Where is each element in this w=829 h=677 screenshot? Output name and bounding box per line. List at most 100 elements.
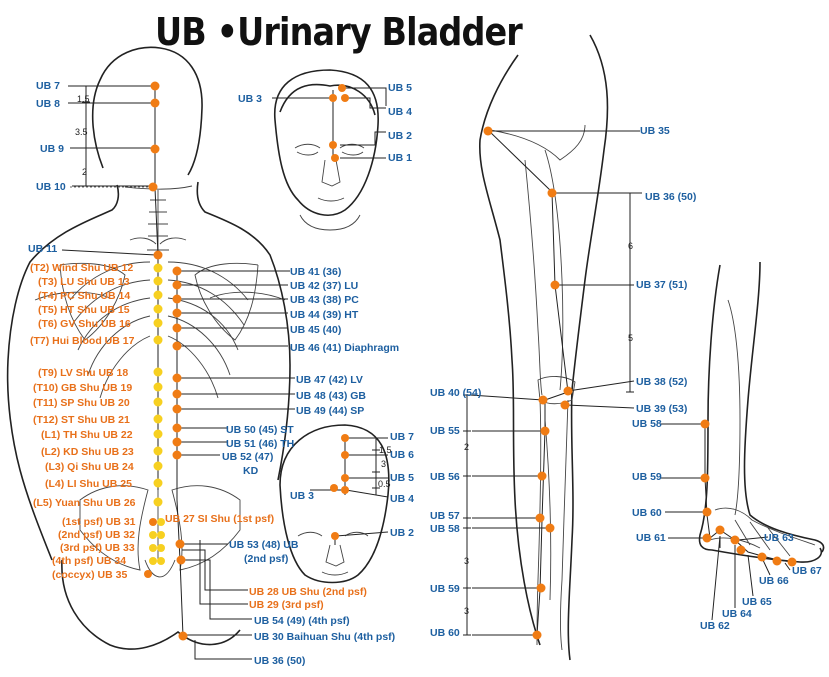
point-label-l-ub42: UB 42 (37) LU: [290, 280, 359, 292]
point-label-l-ub59-foot: UB 59: [632, 471, 662, 483]
point-label-l-ub60-foot: UB 60: [632, 507, 662, 519]
point-label-l-ub27: UB 27 SI Shu (1st psf): [165, 513, 275, 525]
point-label-l-ub39: UB 39 (53): [636, 403, 688, 415]
point-label-l-ub3-bot: UB 3: [290, 490, 314, 502]
point-label-l-ub36-back: UB 36 (50): [254, 655, 306, 667]
point-label-l-ub9-top: UB 9: [40, 143, 64, 155]
point-label-l-ub14: (T4) PC Shu UB 14: [38, 290, 131, 302]
point-label-l-ub41: UB 41 (36): [290, 266, 342, 278]
point-label-l-ub46: UB 46 (41) Diaphragm: [290, 342, 400, 354]
point-label-l-ub51: UB 51 (46) TH: [226, 438, 295, 450]
point-label-l-kd: KD: [243, 465, 259, 477]
point-label-l-ub58-foot: UB 58: [632, 418, 662, 430]
back-leader-lines: [61, 85, 295, 660]
point-label-l-ub63: UB 63: [764, 532, 794, 544]
point-label-l-ub60-leg: UB 60: [430, 627, 460, 639]
foot-side-view: [698, 261, 825, 563]
point-label-l-ub2-top: UB 2: [388, 130, 412, 142]
point-label-l-ub48: UB 48 (43) GB: [296, 390, 367, 402]
point-label-l-ub62: UB 62: [700, 620, 730, 632]
point-label-l-ub12: (T2) Wind Shu UB 12: [30, 262, 134, 274]
acupoints: [144, 81, 797, 641]
point-label-l-ub25: (L4) LI Shu UB 25: [45, 478, 132, 490]
point-label-l-ub18: (T9) LV Shu UB 18: [38, 367, 129, 379]
point-label-l-ub6-bot: UB 6: [390, 449, 414, 461]
point-label-l-ub49: UB 49 (44) SP: [296, 405, 365, 417]
point-label-l-ub53: UB 53 (48) UB: [229, 539, 299, 551]
point-label-l-ub5-top: UB 5: [388, 82, 412, 94]
point-label-l-ub19: (T10) GB Shu UB 19: [33, 382, 133, 394]
scale-mark-s-2b: 2: [464, 442, 470, 452]
point-label-l-ub17: (T7) Hui Blood UB 17: [30, 335, 135, 347]
diagram-title: UB •Urinary Bladder: [155, 10, 523, 54]
point-label-l-ub7-bot: UB 7: [390, 431, 414, 443]
point-label-l-ub57: UB 57: [430, 510, 460, 522]
point-label-l-ub37: UB 37 (51): [636, 279, 688, 291]
point-label-l-ub61: UB 61: [636, 532, 666, 544]
point-label-l-ub65: UB 65: [742, 596, 772, 608]
point-label-l-ub50: UB 50 (45) ST: [226, 424, 294, 436]
point-label-l-ub32: (2nd psf) UB 32: [58, 529, 136, 541]
point-label-l-ub36-leg: UB 36 (50): [645, 191, 697, 203]
point-label-l-ub66: UB 66: [759, 575, 789, 587]
point-label-l-ub53b: (2nd psf): [244, 553, 289, 565]
point-label-l-ub35-leg: UB 35: [640, 125, 670, 137]
scale-mark-s-6: 6: [628, 241, 634, 251]
point-label-l-ub45: UB 45 (40): [290, 324, 342, 336]
point-label-l-ub34: (4th psf) UB 34: [52, 555, 127, 567]
back-body-outline: [6, 46, 291, 650]
point-label-l-ub5-bot: UB 5: [390, 472, 414, 484]
scale-mark-s-05: 0.5: [378, 479, 391, 489]
scale-mark-s-35: 3.5: [75, 127, 88, 137]
scale-mark-s-2a: 2: [82, 167, 88, 177]
scale-mark-s-3: 3: [381, 459, 387, 469]
scale-mark-s-3c: 3: [464, 606, 470, 616]
point-label-l-ub28: UB 28 UB Shu (2nd psf): [249, 586, 367, 598]
point-label-l-ub4-bot: UB 4: [390, 493, 414, 505]
point-label-l-ub10: UB 10: [36, 181, 66, 193]
point-label-l-ub2-bot: UB 2: [390, 527, 414, 539]
point-label-l-ub24: (L3) Qi Shu UB 24: [45, 461, 134, 473]
point-label-l-ub43: UB 43 (38) PC: [290, 294, 359, 306]
point-label-l-ub56: UB 56: [430, 471, 460, 483]
point-label-l-ub29: UB 29 (3rd psf): [249, 599, 324, 611]
point-label-l-ub67: UB 67: [792, 565, 822, 577]
point-label-l-ub4-top: UB 4: [388, 106, 412, 118]
leg-back-view: [478, 34, 609, 661]
point-label-l-ub59-leg: UB 59: [430, 583, 460, 595]
point-label-l-ub33: (3rd psf) UB 33: [60, 542, 135, 554]
point-label-l-ub26: (L5) Yuan Shu UB 26: [33, 497, 136, 509]
point-label-l-ub40: UB 40 (54): [430, 387, 482, 399]
point-label-l-ub52: UB 52 (47): [222, 451, 274, 463]
scale-mark-s-3b: 3: [464, 556, 470, 566]
point-label-l-ub58-leg: UB 58: [430, 523, 460, 535]
point-label-l-ub30: UB 30 Baihuan Shu (4th psf): [254, 631, 396, 643]
face-bottom: [279, 424, 390, 584]
point-label-l-ub1-top: UB 1: [388, 152, 412, 164]
scale-mark-s-15b: 1.5: [379, 445, 392, 455]
point-label-l-ub13: (T3) LU Shu UB 13: [38, 276, 130, 288]
point-label-l-ub38: UB 38 (52): [636, 376, 688, 388]
point-label-l-ub55: UB 55: [430, 425, 460, 437]
point-label-l-ub31: (1st psf) UB 31: [62, 516, 136, 528]
scale-mark-s-5: 5: [628, 333, 634, 343]
point-label-l-ub11: UB 11: [28, 243, 58, 255]
face-top: [274, 69, 379, 231]
point-label-l-ub44: UB 44 (39) HT: [290, 309, 359, 321]
point-label-l-ub3-top: UB 3: [238, 93, 262, 105]
scale-mark-s-15a: 1.5: [77, 94, 90, 104]
point-label-l-ub21: (T12) ST Shu UB 21: [33, 414, 130, 426]
point-label-l-ub64: UB 64: [722, 608, 752, 620]
point-label-l-ub35-back: (coccyx) UB 35: [52, 569, 128, 581]
point-label-l-ub16: (T6) GV Shu UB 16: [38, 318, 131, 330]
point-label-l-ub54: UB 54 (49) (4th psf): [254, 615, 350, 627]
point-label-l-ub15: (T5) HT Shu UB 15: [38, 304, 130, 316]
point-label-l-ub7-top: UB 7: [36, 80, 60, 92]
point-label-l-ub23: (L2) KD Shu UB 23: [41, 446, 134, 458]
point-label-l-ub20: (T11) SP Shu UB 20: [33, 397, 130, 409]
point-label-l-ub8-top: UB 8: [36, 98, 60, 110]
point-label-l-ub47: UB 47 (42) LV: [296, 374, 363, 386]
point-label-l-ub22: (L1) TH Shu UB 22: [41, 429, 133, 441]
